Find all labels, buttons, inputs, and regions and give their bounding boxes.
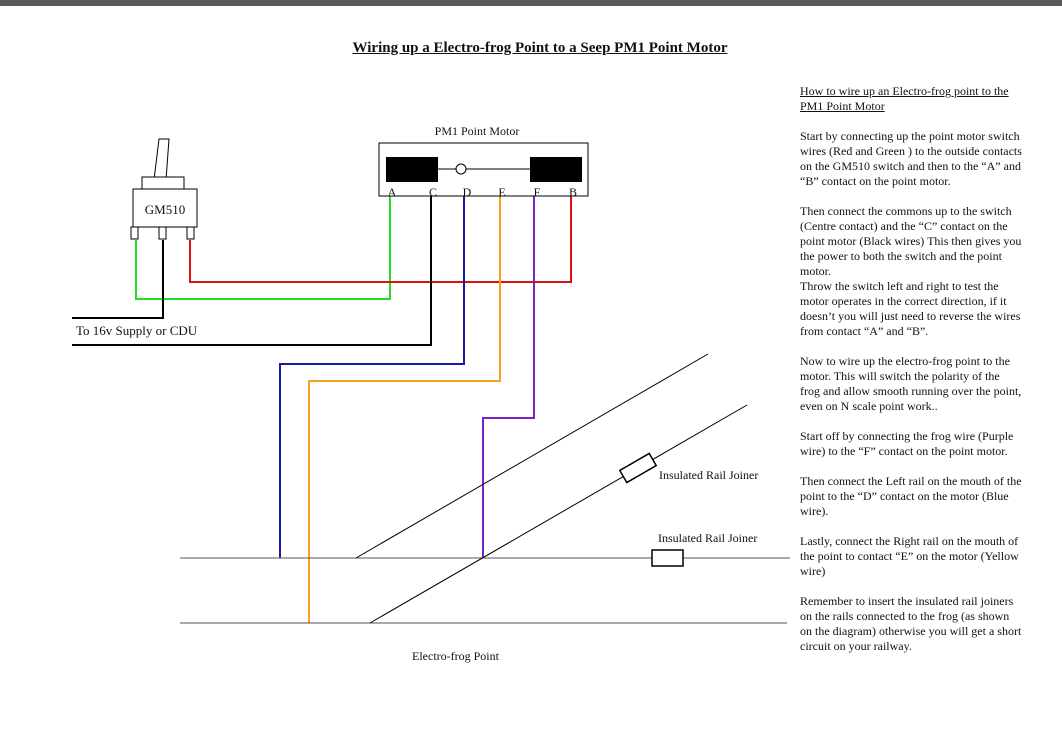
instructions-step-joiners: Remember to insert the insulated rail jo… <box>800 594 1022 653</box>
motor-coil-right <box>530 157 582 182</box>
orange-wire <box>308 192 501 623</box>
page-title: Wiring up a Electro-frog Point to a Seep… <box>352 40 728 56</box>
instructions-step-commons: Then connect the commons up to the switc… <box>800 204 1022 279</box>
instructions-heading: How to wire up an Electro-frog point to … <box>800 84 1009 113</box>
instructions-step-test: Throw the switch left and right to test … <box>800 279 1021 338</box>
motor-label: PM1 Point Motor <box>435 124 520 138</box>
wiring-diagram: GM510 PM1 Point Motor A C D E F B To 16v… <box>72 124 790 663</box>
insulated-rail-joiner-label-lower: Insulated Rail Joiner <box>658 531 757 545</box>
switch-body <box>132 188 198 228</box>
instructions-panel: How to wire up an Electro-frog point to … <box>800 84 1022 669</box>
rail-diverging-left <box>355 353 709 559</box>
instructions-step-frog-intro: Now to wire up the electro-frog point to… <box>800 354 1022 413</box>
contact-label-c: C <box>429 185 437 199</box>
instructions-step-switch-wires: Start by connecting up the point motor s… <box>800 129 1022 188</box>
contact-label-e: E <box>498 185 505 199</box>
switch-pin-right <box>186 226 195 240</box>
motor-coil-left <box>386 157 438 182</box>
switch-pin-centre <box>158 226 167 240</box>
rail-diverging-right <box>369 404 748 624</box>
switch-toggle-lever <box>153 138 170 181</box>
top-border <box>0 0 1062 6</box>
black-wire-motor <box>72 192 432 346</box>
supply-label: To 16v Supply or CDU <box>76 323 198 338</box>
red-wire <box>189 192 572 283</box>
blue-wire <box>279 192 465 558</box>
green-wire <box>135 192 391 300</box>
insulated-rail-joiner-label-upper: Insulated Rail Joiner <box>659 468 758 482</box>
contact-label-b: B <box>569 185 577 199</box>
point-label: Electro-frog Point <box>412 649 500 663</box>
contact-label-a: A <box>388 185 397 199</box>
contact-label-d: D <box>463 185 472 199</box>
switch-label: GM510 <box>145 202 185 217</box>
purple-wire <box>482 192 535 558</box>
instructions-step-commons-text: Then connect the commons up to the switc… <box>800 204 1022 278</box>
switch-pin-left <box>130 226 139 240</box>
instructions-step-right-rail: Lastly, connect the Right rail on the mo… <box>800 534 1019 578</box>
instructions-step-left-rail: Then connect the Left rail on the mouth … <box>800 474 1022 518</box>
insulated-rail-joiner-lower <box>651 549 684 567</box>
motor-pivot <box>455 163 467 175</box>
black-wire-switch <box>72 240 164 319</box>
instructions-step-frog-wire: Start off by connecting the frog wire (P… <box>800 429 1014 458</box>
switch-toggle-collar <box>141 176 185 190</box>
insulated-rail-joiner-upper <box>618 452 658 484</box>
contact-label-f: F <box>534 185 541 199</box>
